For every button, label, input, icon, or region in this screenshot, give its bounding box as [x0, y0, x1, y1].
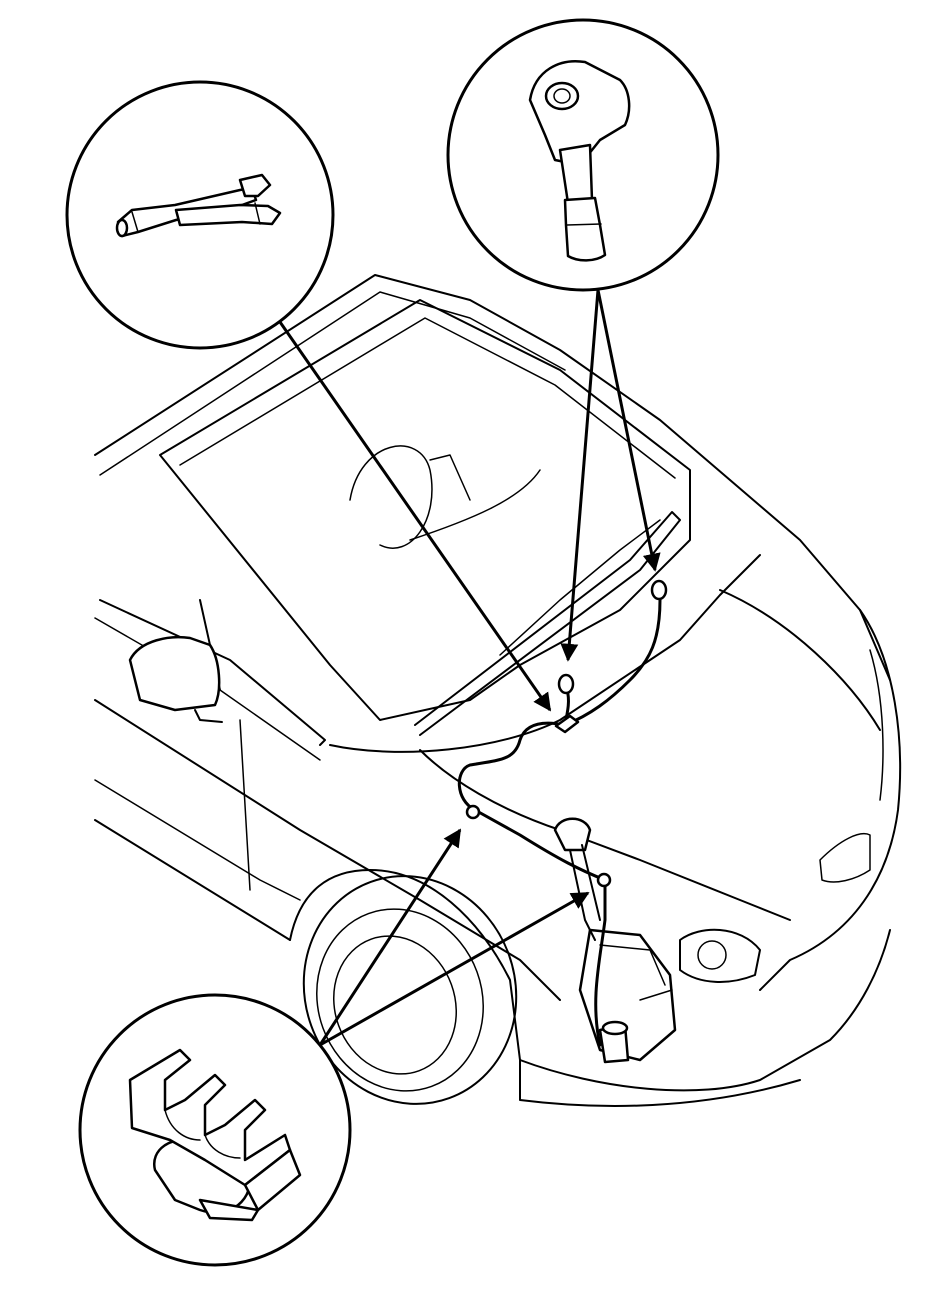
hose-joint-callout — [65, 80, 335, 350]
hose-joint-part — [115, 173, 282, 238]
nozzle-point-left — [557, 673, 575, 695]
clip-point-2 — [596, 872, 612, 888]
washer-nozzle-part — [528, 60, 631, 262]
nozzle-callout — [446, 18, 720, 292]
washer-reservoir — [553, 817, 677, 1064]
washer-hose — [457, 588, 662, 1047]
hose-clip-part — [128, 1048, 302, 1222]
leader-lines — [278, 289, 661, 1047]
clip-callout — [78, 993, 352, 1267]
clip-point-1 — [465, 804, 481, 820]
nozzle-point-right — [650, 579, 668, 601]
joint-point — [554, 714, 580, 734]
